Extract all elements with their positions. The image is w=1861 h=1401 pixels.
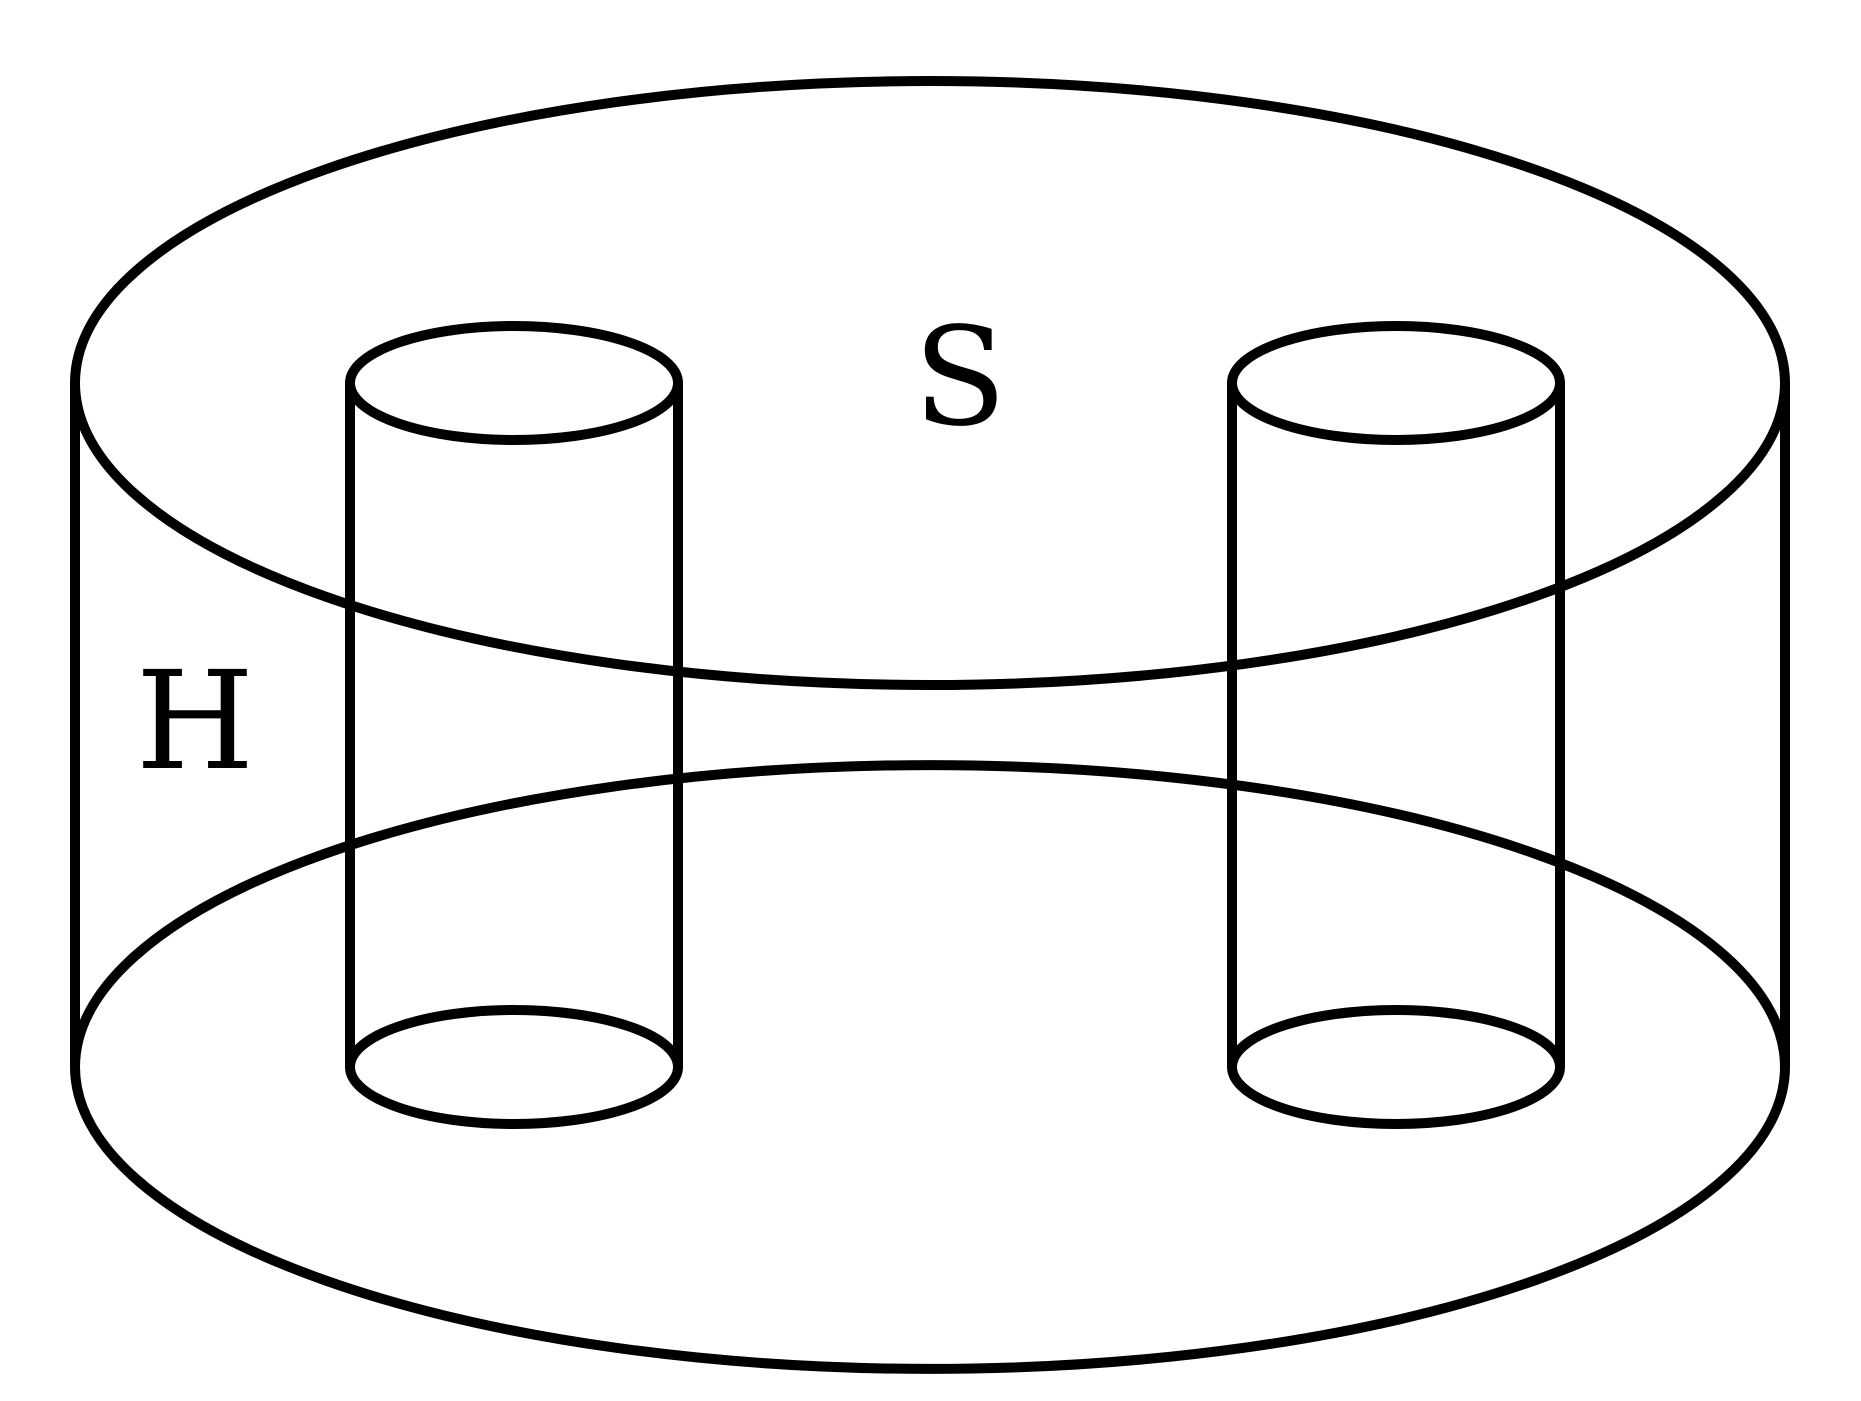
left-tube-top-ellipse (345, 321, 683, 445)
right-inner-tube (1227, 321, 1565, 1129)
left-tube-bottom-ellipse (345, 1005, 683, 1129)
outer-cylinder (70, 76, 1790, 1374)
right-tube-top-ellipse (1227, 321, 1565, 445)
left-inner-tube (345, 321, 683, 1129)
outer-bottom-front-arc (70, 1062, 1790, 1374)
label-h: H (136, 643, 255, 801)
right-tube-bottom-ellipse (1227, 1005, 1565, 1129)
label-s: S (913, 299, 1006, 457)
outer-bottom-back-arc (70, 760, 1790, 1072)
